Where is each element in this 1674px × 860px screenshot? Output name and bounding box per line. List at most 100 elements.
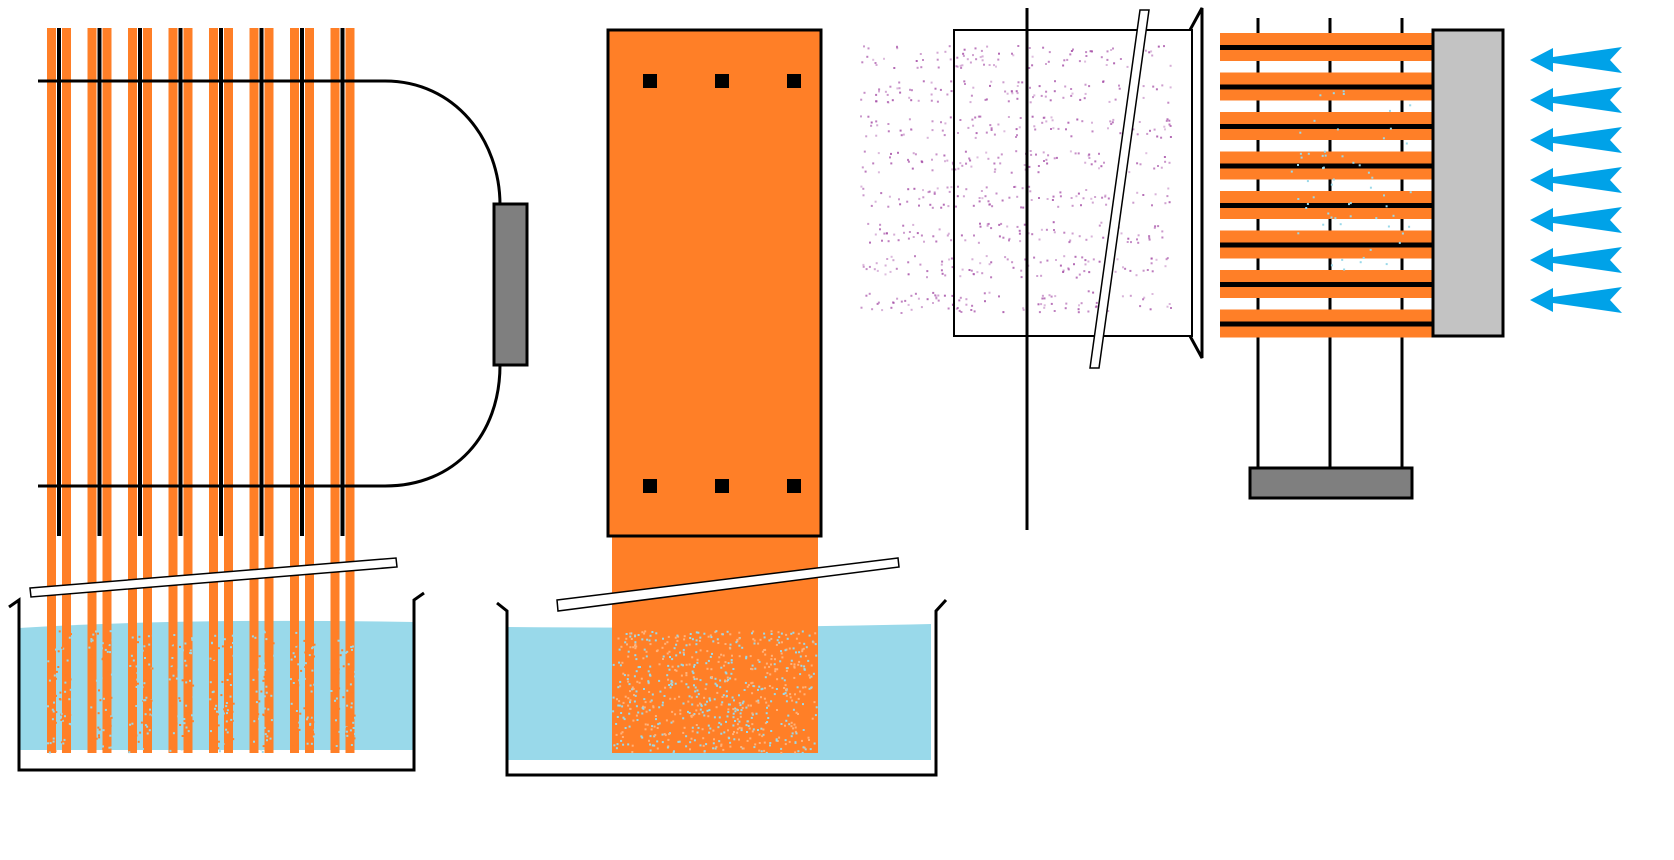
mist-dot (1011, 52, 1013, 55)
texture-dot (661, 704, 664, 707)
texture-dot (770, 663, 772, 666)
texture-dot (714, 682, 717, 685)
mist-dot (926, 270, 929, 273)
mist-dot (1148, 236, 1151, 239)
texture-dot (70, 633, 72, 636)
texture-dot (677, 740, 680, 743)
mist-dot (1022, 206, 1025, 209)
mist-dot (956, 65, 959, 68)
texture-dot (671, 665, 674, 668)
texture-dot (292, 682, 295, 684)
mist-dot (877, 171, 880, 174)
mist-dot (865, 294, 868, 297)
texture-dot (637, 666, 640, 669)
arrow-shape (1530, 167, 1622, 193)
mist-dot (1050, 302, 1053, 305)
texture-dot (140, 724, 143, 727)
texture-dot (657, 723, 660, 726)
texture-dot (790, 663, 793, 665)
mist-dot (989, 84, 991, 87)
strip-core (259, 28, 264, 536)
texture-dot (695, 724, 698, 726)
texture-dot (621, 736, 624, 738)
droplet-dot (1330, 264, 1333, 267)
texture-dot (91, 742, 94, 745)
mist-dot (1006, 92, 1009, 95)
mist-dot (1017, 81, 1020, 84)
mist-dot (943, 154, 946, 157)
texture-dot (671, 683, 674, 686)
texture-dot (621, 661, 624, 664)
mist-dot (957, 185, 959, 188)
texture-dot (48, 724, 51, 727)
mist-dot (931, 169, 934, 172)
texture-dot (751, 632, 753, 635)
texture-dot (734, 678, 737, 681)
mist-dot (1118, 87, 1121, 90)
texture-dot (801, 630, 804, 633)
texture-dot (58, 630, 61, 633)
mist-dot (959, 64, 962, 67)
mist-dot (946, 93, 949, 96)
texture-dot (775, 643, 778, 646)
mist-dot (1084, 60, 1087, 63)
mist-dot (866, 55, 869, 58)
mist-dot (973, 310, 976, 313)
texture-dot (335, 719, 337, 722)
mist-dot (935, 153, 938, 156)
texture-dot (338, 707, 341, 710)
texture-dot (775, 739, 778, 742)
mist-dot (1034, 128, 1037, 131)
texture-dot (300, 669, 303, 672)
mist-dot (879, 223, 882, 226)
mist-dot (898, 81, 901, 84)
texture-dot (342, 696, 345, 699)
texture-dot (300, 653, 303, 656)
mist-dot (1160, 166, 1163, 169)
mist-dot (1081, 120, 1084, 123)
mist-dot (1142, 96, 1145, 99)
texture-dot (732, 724, 735, 727)
texture-dot (709, 655, 712, 658)
mist-dot (951, 294, 954, 297)
texture-dot (305, 702, 308, 705)
texture-dot (334, 699, 336, 702)
texture-dot (292, 634, 295, 637)
texture-dot (108, 663, 111, 665)
texture-dot (629, 646, 632, 649)
texture-dot (68, 722, 71, 725)
texture-dot (69, 678, 72, 681)
texture-dot (628, 725, 631, 728)
texture-dot (679, 651, 682, 654)
mist-dot (974, 47, 977, 50)
mist-dot (1084, 92, 1087, 95)
mist-dot (1057, 127, 1060, 130)
texture-dot (143, 682, 146, 685)
texture-dot (645, 650, 648, 653)
texture-dot (135, 734, 138, 737)
texture-dot (690, 696, 693, 699)
texture-dot (691, 726, 694, 729)
texture-dot (632, 646, 635, 649)
texture-dot (666, 641, 669, 644)
texture-dot (815, 706, 818, 709)
texture-dot (734, 720, 736, 722)
texture-dot (810, 686, 813, 689)
mist-dot (1167, 187, 1170, 190)
texture-dot (720, 723, 723, 726)
texture-dot (758, 660, 761, 663)
mist-dot (975, 132, 978, 135)
texture-dot (221, 689, 224, 692)
mist-dot (960, 234, 963, 237)
mist-dot (1130, 241, 1132, 244)
mist-dot (969, 61, 972, 64)
texture-dot (171, 705, 174, 708)
mist-dot (1001, 199, 1004, 202)
texture-dot (669, 656, 671, 658)
texture-dot (778, 641, 781, 644)
droplet-dot (1305, 207, 1308, 209)
mist-dot (1163, 156, 1166, 158)
texture-dot (52, 740, 55, 743)
texture-dot (620, 732, 623, 735)
mist-dot (1151, 204, 1153, 207)
